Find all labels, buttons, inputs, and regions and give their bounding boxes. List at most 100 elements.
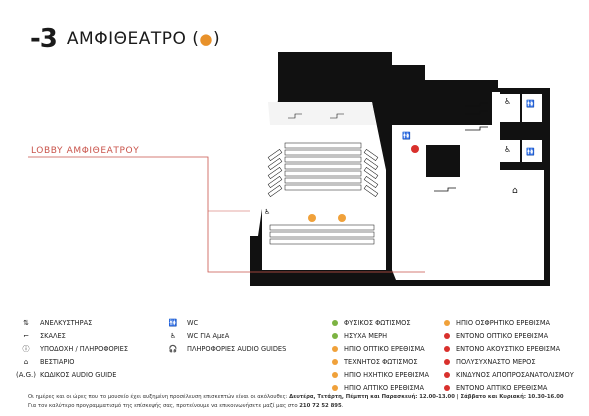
legend-item-sensory: ΗΠΙΟ ΟΣΦΡΗΤΙΚΟ ΕΡΕΘΙΣΜΑ [444,316,574,329]
orange-dot-icon [332,358,338,365]
stairs-icon: ⌐ [23,331,29,340]
lobby-label: LOBBY ΑΜΦΙΘΕΑΤΡΟΥ [31,146,140,156]
cloakroom-icon: ⌂ [23,357,29,366]
wc-accessible-icon-1: ♿ [504,97,511,106]
stairs-lobby-icon [434,187,456,192]
legend-sensory-1: ΦΥΣΙΚΟΣ ΦΩΤΙΣΜΟΣ ΗΣΥΧΑ ΜΕΡΗ ΗΠΙΟ ΟΠΤΙΚΟ … [332,316,429,394]
legend-label: ΠΛΗΡΟΦΟΡΙΕΣ AUDIO GUIDES [187,344,287,353]
service-room-4 [522,140,542,162]
stairs-icon [465,102,488,131]
legend-label: ΗΠΙΟ ΟΣΦΡΗΤΙΚΟ ΕΡΕΘΙΣΜΑ [456,318,551,327]
sensory-dot-icon: ● [199,30,213,48]
legend-label: WC ΓΙΑ ΑμεΑ [187,331,230,340]
elevator-core [426,145,460,177]
orange-dot-icon [332,384,338,391]
orange-dot-icon [332,371,338,378]
red-dot-icon [444,345,450,352]
legend-item-sensory: ΗΠΙΟ ΗΧΗΤΙΚΟ ΕΡΕΘΙΣΜΑ [332,368,429,381]
wc-icon: 🚻 [168,318,178,327]
orange-dot-icon [332,345,338,352]
service-room-1 [500,94,520,122]
wc-corridor [492,92,500,170]
legend-item-wc-accessible: ♿ WC ΓΙΑ ΑμεΑ [165,329,286,342]
info-icon: ⓘ [22,344,30,353]
legend-item-cloakroom: ⌂ ΒΕΣΤΙΑΡΙΟ [18,355,128,368]
red-dot-icon [444,332,450,339]
red-dot-icon [444,358,450,365]
legend-item-wc: 🚻 WC [165,316,286,329]
legend-label: ΒΕΣΤΙΑΡΙΟ [40,357,75,366]
legend-sensory-2: ΗΠΙΟ ΟΣΦΡΗΤΙΚΟ ΕΡΕΘΙΣΜΑ ΕΝΤΟΝΟ ΟΠΤΙΚΟ ΕΡ… [444,316,574,394]
contact-phone: 210 72 52 895 [299,403,342,409]
wc-accessible-icon: ♿ [169,331,177,340]
floor-title: -3 ΑΜΦΙΘΕΑΤΡΟ (●) [30,24,220,54]
service-room-2 [522,94,542,122]
floor-plan-map: 🚻 ♿ 🚻 🚻 ♿ ⌂ ♿ [28,52,550,286]
legend-item-sensory: ΕΝΤΟΝΟ ΟΠΤΙΚΟ ΕΡΕΘΙΣΜΑ [444,329,574,342]
legend-label: ΕΝΤΟΝΟ ΑΚΟΥΣΤΙΚΟ ΕΡΕΘΙΣΜΑ [456,344,561,353]
legend-item-audio-guides: 🎧 ΠΛΗΡΟΦΟΡΙΕΣ AUDIO GUIDES [165,342,287,355]
wc-accessible-icon-2: ♿ [504,145,511,154]
amphitheatre-hall [262,102,386,270]
legend-label: ΠΟΛΥΣΥΧΝΑΣΤΟ ΜΕΡΟΣ [456,357,536,366]
footer-text: Για τον καλύτερο προγραμματισμό της επίσ… [28,403,300,409]
sensory-marker-red [411,145,419,153]
footer-line-2: Για τον καλύτερο προγραμματισμό της επίσ… [28,402,568,411]
cloakroom-icon: ⌂ [512,186,518,196]
red-dot-icon [444,384,450,391]
sensory-marker-orange-2 [338,214,346,222]
floor-name-end: ) [212,29,221,49]
legend-label: ΕΝΤΟΝΟ ΟΠΤΙΚΟ ΕΡΕΘΙΣΜΑ [456,331,549,340]
footer-line-1: Οι ημέρες και οι ώρες που το μουσείο έχε… [28,393,568,402]
orange-dot-icon [444,319,450,326]
legend-item-sensory: ΕΝΤΟΝΟ ΑΚΟΥΣΤΙΚΟ ΕΡΕΘΙΣΜΑ [444,342,574,355]
legend-item-sensory: ΤΕΧΝΗΤΟΣ ΦΩΤΙΣΜΟΣ [332,355,429,368]
wc-icon-1: 🚻 [402,131,411,140]
green-dot-icon [332,319,338,326]
visiting-hours-note: Οι ημέρες και οι ώρες που το μουσείο έχε… [28,393,568,411]
legend-label: WC [187,318,199,327]
legend-services: 🚻 WC ♿ WC ΓΙΑ ΑμεΑ 🎧 ΠΛΗΡΟΦΟΡΙΕΣ AUDIO GUID… [165,316,287,355]
legend-item-sensory: ΦΥΣΙΚΟΣ ΦΩΤΙΣΜΟΣ [332,316,429,329]
legend-item-stairs: ⌐ΣΚΑΛΕΣ [18,329,128,342]
legend-label: ΑΝΕΛΚΥΣΤΗΡΑΣ [40,318,93,327]
elevator-icon: ⇅ [23,318,29,327]
wc-icon-3: 🚻 [526,147,535,156]
legend-label: ΗΠΙΟ ΑΠΤΙΚΟ ΕΡΕΘΙΣΜΑ [344,383,425,392]
accessible-seat-icon: ♿ [264,208,270,216]
floor-name-text: ΑΜΦΙΘΕΑΤΡΟ ( [66,29,200,49]
legend-label: ΚΩΔΙΚΟΣ AUDIO GUIDE [40,370,117,379]
seating-block [267,142,379,245]
audio-guide-icon: 🎧 [168,344,178,353]
legend-item-sensory: ΚΙΝΔΥΝΟΣ ΑΠΟΠΡΟΣΑΝΑΤΟΛΙΣΜΟΥ [444,368,574,381]
legend-item-sensory: ΠΟΛΥΣΥΧΝΑΣΤΟ ΜΕΡΟΣ [444,355,574,368]
footer-text: Οι ημέρες και οι ώρες που το μουσείο έχε… [28,394,290,400]
legend-item-sensory: ΗΣΥΧΑ ΜΕΡΗ [332,329,429,342]
legend-item-sensory: ΕΝΤΟΝΟ ΑΠΤΙΚΟ ΕΡΕΘΙΣΜΑ [444,381,574,394]
legend-label: ΦΥΣΙΚΟΣ ΦΩΤΙΣΜΟΣ [344,318,411,327]
footer-text: . [341,403,344,409]
sensory-marker-orange-1 [308,214,316,222]
green-dot-icon [332,332,338,339]
service-room-3 [500,140,520,162]
floor-name: ΑΜΦΙΘΕΑΤΡΟ (●) [67,29,220,49]
floor-number: -3 [30,24,58,54]
legend-item-elevator: ⇅ ΑΝΕΛΚΥΣΤΗΡΑΣ [18,316,128,329]
peak-hours: Δευτέρα, Τετάρτη, Πέμπτη και Παρασκευή: … [289,394,564,400]
legend-label: ΕΝΤΟΝΟ ΑΠΤΙΚΟ ΕΡΕΘΙΣΜΑ [456,383,548,392]
legend-label: ΗΠΙΟ ΟΠΤΙΚΟ ΕΡΕΘΙΣΜΑ [344,344,425,353]
legend-item-sensory: ΗΠΙΟ ΑΠΤΙΚΟ ΕΡΕΘΙΣΜΑ [332,381,429,394]
legend-label: ΤΕΧΝΗΤΟΣ ΦΩΤΙΣΜΟΣ [344,357,418,366]
legend-label: ΗΣΥΧΑ ΜΕΡΗ [344,331,388,340]
legend-item-audio-guide-code: (A.G.)ΚΩΔΙΚΟΣ AUDIO GUIDE [16,368,128,381]
red-dot-icon [444,371,450,378]
stage [268,102,376,125]
audio-guide-code-icon: (A.G.) [16,370,37,379]
legend-label: ΗΠΙΟ ΗΧΗΤΙΚΟ ΕΡΕΘΙΣΜΑ [344,370,429,379]
legend-label: ΚΙΝΔΥΝΟΣ ΑΠΟΠΡΟΣΑΝΑΤΟΛΙΣΜΟΥ [456,370,574,379]
legend-item-sensory: ΗΠΙΟ ΟΠΤΙΚΟ ΕΡΕΘΙΣΜΑ [332,342,429,355]
stage-stairs [288,113,344,119]
wc-icon-2: 🚻 [526,99,535,108]
